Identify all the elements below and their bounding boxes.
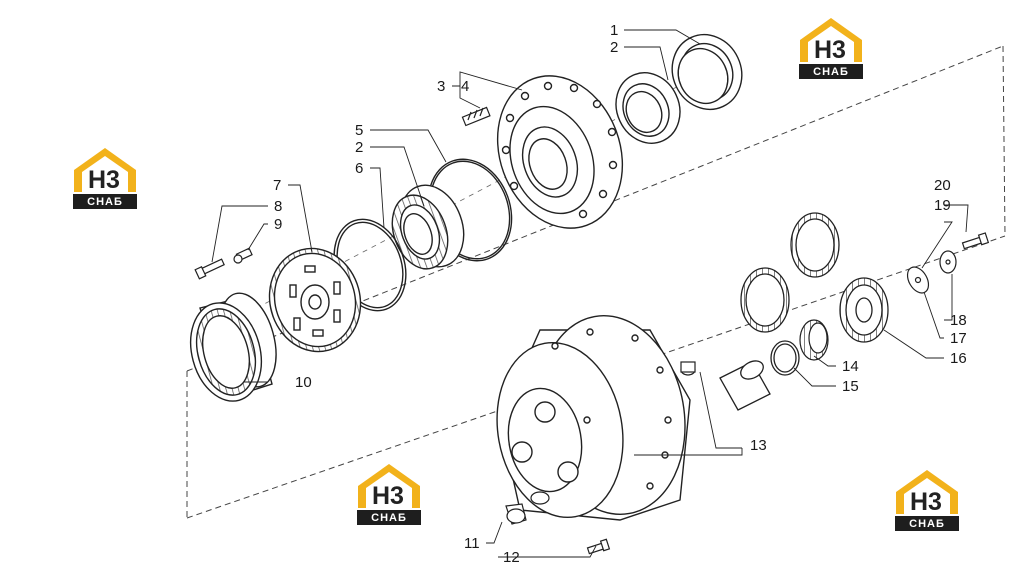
part-pin bbox=[719, 360, 771, 411]
house-logo-icon bbox=[357, 464, 421, 525]
part-hub-body bbox=[496, 315, 691, 521]
callout-2-mid: 2 bbox=[355, 139, 363, 156]
logo-sub-text: СНАБ bbox=[371, 512, 407, 524]
part-washer-15 bbox=[770, 340, 800, 376]
logo-watermark: H3 СНАБ bbox=[70, 146, 140, 212]
logo-main-text: H3 bbox=[910, 488, 942, 516]
logo-watermark: H3 СНАБ bbox=[892, 468, 962, 534]
callout-2-top: 2 bbox=[610, 39, 618, 56]
logo-main-text: H3 bbox=[814, 36, 846, 64]
callout-1: 1 bbox=[610, 22, 618, 39]
callout-14: 14 bbox=[842, 358, 859, 375]
callout-6: 6 bbox=[355, 160, 363, 177]
part-bearing-top bbox=[615, 72, 681, 144]
callout-19: 19 bbox=[934, 197, 951, 214]
part-bushing bbox=[680, 361, 696, 376]
callout-17: 17 bbox=[950, 330, 967, 347]
callout-13: 13 bbox=[750, 437, 767, 454]
callout-12: 12 bbox=[503, 549, 520, 566]
part-screw-20 bbox=[961, 232, 990, 250]
callout-10: 10 bbox=[295, 374, 312, 391]
callout-8: 8 bbox=[274, 198, 282, 215]
logo-watermark: H3 СНАБ bbox=[796, 16, 866, 82]
house-logo-icon bbox=[895, 470, 959, 531]
leader-lines bbox=[211, 29, 969, 558]
part-thrust-washer bbox=[906, 250, 957, 294]
part-screw-12 bbox=[586, 538, 611, 555]
logo-sub-text: СНАБ bbox=[909, 518, 945, 530]
callout-5: 5 bbox=[355, 122, 363, 139]
part-bolts-8-9 bbox=[194, 247, 253, 280]
part-ring-gear bbox=[190, 292, 277, 402]
callout-7: 7 bbox=[273, 177, 281, 194]
callout-20: 20 bbox=[934, 177, 951, 194]
logo-main-text: H3 bbox=[372, 482, 404, 510]
part-sun-gear bbox=[799, 319, 829, 361]
house-logo-icon bbox=[73, 148, 137, 209]
callout-4: 4 bbox=[461, 78, 469, 95]
part-gear-plate bbox=[268, 247, 362, 353]
callout-15: 15 bbox=[842, 378, 859, 395]
axis-line bbox=[229, 79, 691, 323]
part-stud bbox=[461, 106, 491, 127]
logo-sub-text: СНАБ bbox=[87, 196, 123, 208]
callout-16: 16 bbox=[950, 350, 967, 367]
logo-watermark: H3 СНАБ bbox=[354, 462, 424, 528]
logo-main-text: H3 bbox=[88, 166, 120, 194]
part-bearing-mid bbox=[391, 184, 465, 270]
logo-sub-text: СНАБ bbox=[813, 66, 849, 78]
callout-18: 18 bbox=[950, 312, 967, 329]
part-hub-flange bbox=[496, 75, 624, 229]
part-planet-gears bbox=[740, 212, 889, 343]
callout-11: 11 bbox=[464, 535, 480, 552]
part-plug-11 bbox=[505, 491, 550, 525]
callout-9: 9 bbox=[274, 216, 282, 233]
callout-labels: 1 2 3 4 5 2 6 7 8 9 10 11 12 13 14 15 16… bbox=[273, 22, 967, 566]
part-seal-ring bbox=[671, 33, 743, 111]
callout-3: 3 bbox=[437, 78, 445, 95]
house-logo-icon bbox=[799, 18, 863, 79]
